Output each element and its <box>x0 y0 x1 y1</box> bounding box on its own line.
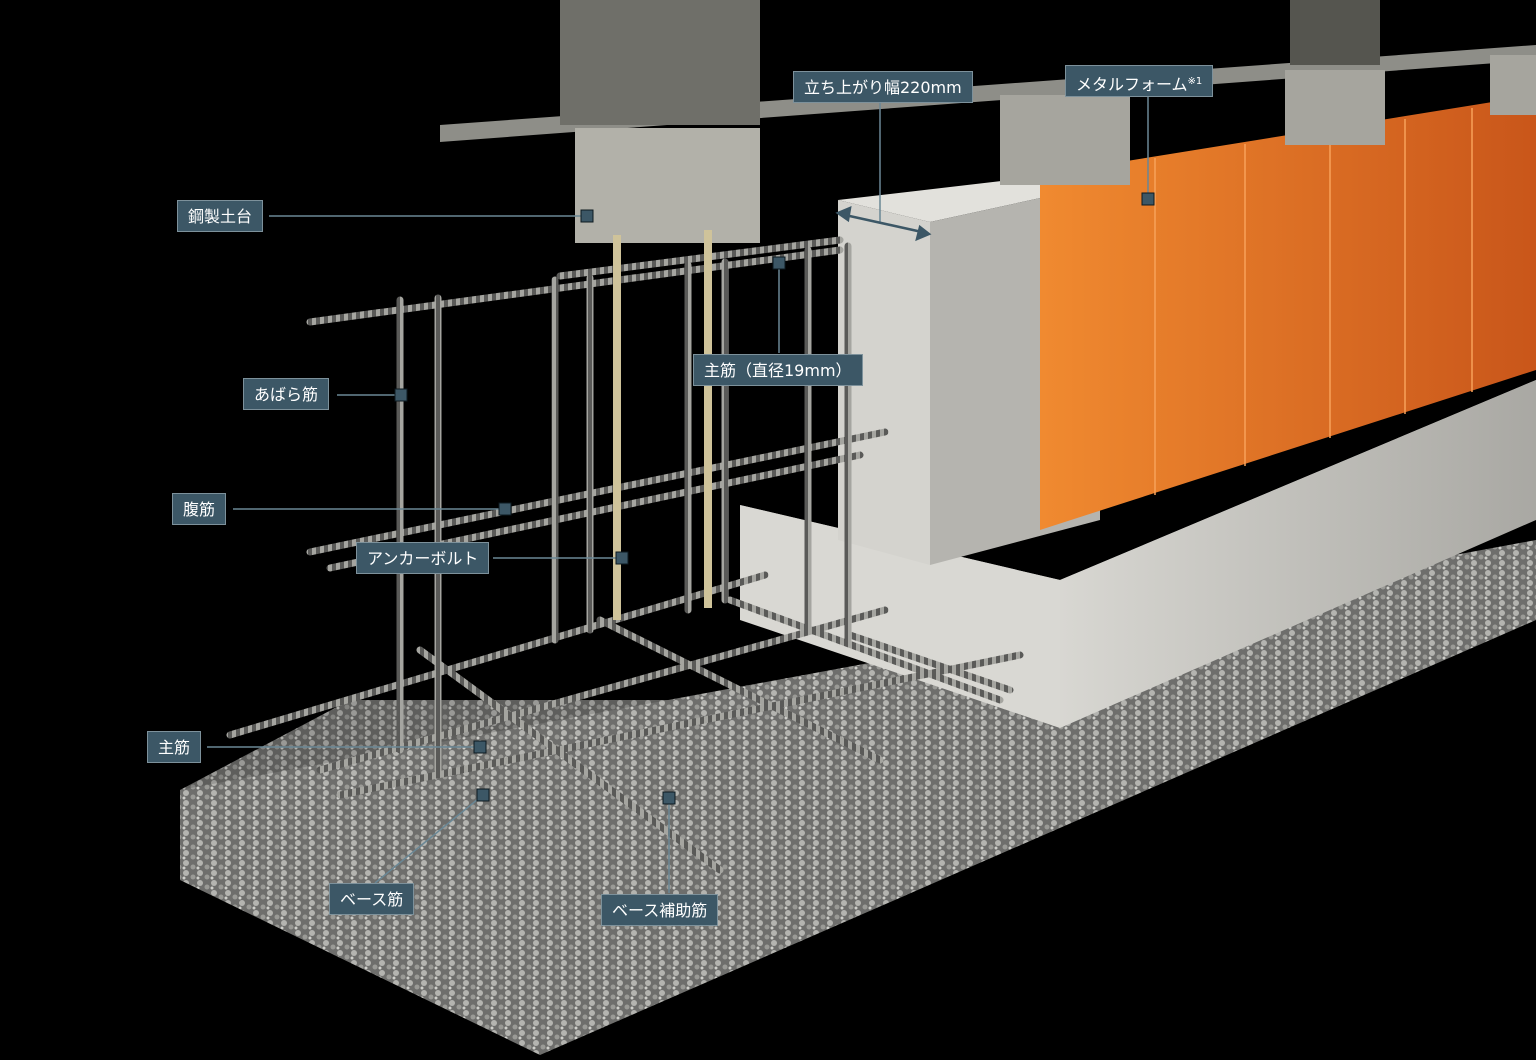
label-base-aux-rebar: ベース補助筋 <box>601 894 719 926</box>
label-rise-width: 立ち上がり幅220mm <box>793 71 973 103</box>
steel-sill-frame <box>440 0 1536 243</box>
anchor-bolts <box>613 230 712 620</box>
metal-form-note: ※1 <box>1187 76 1203 87</box>
label-anchor-bolt: アンカーボルト <box>356 542 490 574</box>
label-main-rebar-diameter: 主筋（直径19mm） <box>693 354 863 386</box>
leader-lines <box>207 97 1149 893</box>
label-main-rebar: 主筋 <box>147 731 202 763</box>
metal-form-panels <box>1040 95 1536 530</box>
label-metal-form: メタルフォーム※1 <box>1065 65 1214 97</box>
label-base-rebar: ベース筋 <box>329 883 415 915</box>
rebar-cage <box>226 236 1024 874</box>
label-web-rebar: 腹筋 <box>172 493 227 525</box>
label-stirrup: あばら筋 <box>243 378 330 410</box>
metal-form-text: メタルフォーム <box>1076 75 1188 94</box>
label-steel-sill: 鋼製土台 <box>177 200 264 232</box>
leader-markers <box>394 192 1155 805</box>
width-dimension-arrow <box>835 205 932 242</box>
